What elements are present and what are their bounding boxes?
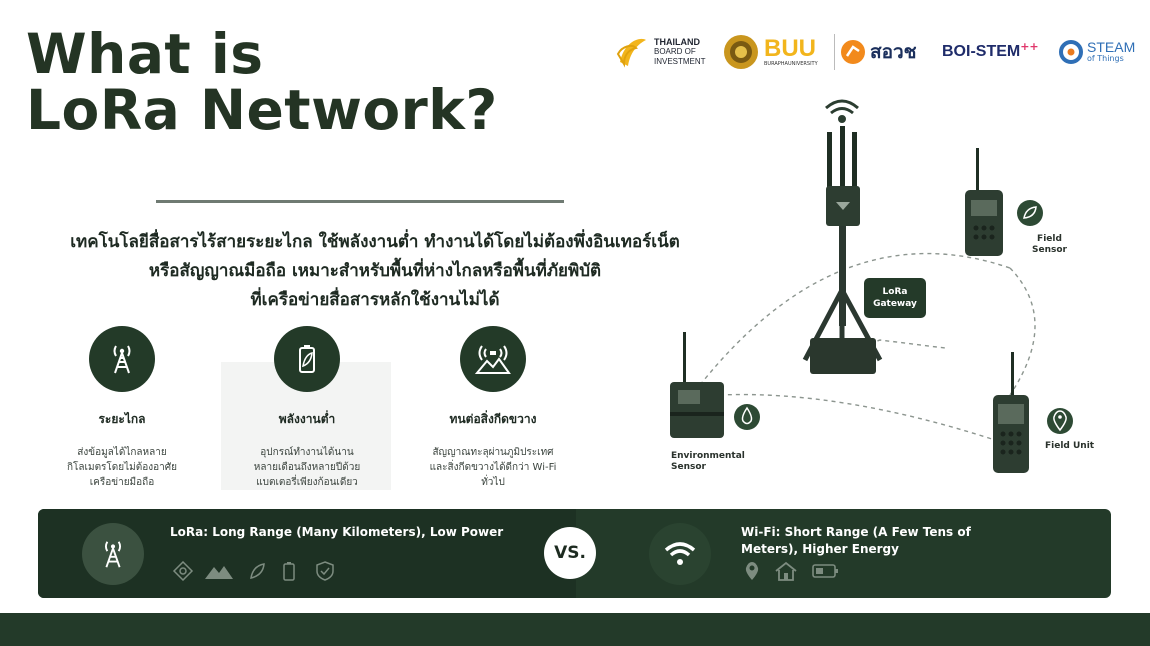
feature-desc-line: แบตเตอรี่เพียงก้อนเดียว [256, 477, 358, 488]
link-env-field [699, 252, 1011, 386]
title-divider [156, 200, 564, 203]
env-sensor-label-line: Sensor [671, 462, 706, 472]
home-icon [775, 561, 797, 581]
feature-title: พลังงานต่ำ [278, 412, 336, 426]
lora-network-diagram: LoRa Gateway Field Sensor Environmental … [640, 90, 1150, 500]
footer-bar [0, 613, 1150, 646]
boi-stem-title: BOI-STEM [942, 43, 1021, 60]
intro-text: เทคโนโลยีสื่อสารไร้สายระยะไกล ใช้พลังงาน… [40, 228, 710, 315]
lora-vs-wifi-bar: LoRa: Long Range (Many Kilometers), Low … [38, 509, 1111, 598]
buu-seal-icon [724, 35, 758, 69]
boi-stem-logo: BOI-STEM ++ [942, 30, 1054, 74]
sorwor-emblem-icon [841, 40, 865, 64]
intro-line-2: หรือสัญญาณมือถือ เหมาะสำหรับพื้นที่ห่างไ… [148, 261, 602, 281]
lora-description: LoRa: Long Range (Many Kilometers), Low … [170, 525, 504, 539]
vs-badge: VS. [544, 527, 596, 579]
feature-desc-line: ส่งข้อมูลได้ไกลหลาย [77, 447, 167, 458]
feature-obstacle-resistance: ทนต่อสิ่งกีดขวาง สัญญาณทะลุผ่านภูมิประเท… [403, 326, 583, 490]
boi-logo: THAILAND BOARD OF INVESTMENT [614, 30, 724, 74]
mountain-icon [205, 566, 233, 579]
water-drop-badge-icon [734, 404, 760, 430]
battery-icon [283, 562, 295, 581]
location-pin-badge-icon [1047, 408, 1073, 434]
intro-line-3: ที่เครือข่ายสื่อสารหลักใช้งานไม่ได้ [250, 290, 500, 310]
location-pin-icon [745, 562, 759, 580]
feature-desc: ส่งข้อมูลได้ไกลหลาย กิโลเมตรโดยไม่ต้องอา… [32, 445, 212, 490]
feature-desc-line: เครือข่ายมือถือ [89, 477, 155, 488]
feature-desc-line: กิโลเมตรโดยไม่ต้องอาศัย [67, 462, 177, 473]
buu-title: BUU [764, 34, 816, 62]
steam-ring-icon [1059, 40, 1083, 64]
feature-desc-line: หลายเดือนถึงหลายปีด้วย [253, 462, 361, 473]
wireless-signal-icon [825, 99, 859, 123]
environmental-sensor-device-icon [670, 332, 724, 438]
feature-desc: อุปกรณ์ทำงานได้นาน หลายเดือนถึงหลายปีด้ว… [217, 445, 397, 490]
wifi-description-line: Meters), Higher Energy [741, 542, 899, 556]
feature-desc-line: อุปกรณ์ทำงานได้นาน [260, 447, 354, 458]
steam-logo: STEAM of Things [1058, 30, 1144, 74]
feature-desc-line: ทั่วไป [481, 477, 505, 488]
feature-long-range: ระยะไกล ส่งข้อมูลได้ไกลหลาย กิโลเมตรโดยไ… [32, 326, 212, 490]
wifi-description: Wi-Fi: Short Range (A Few Tens of Meters… [741, 524, 971, 558]
boi-line-1: THAILAND [654, 37, 700, 47]
sorwor-title: สอวช [870, 41, 917, 63]
shield-icon [316, 561, 334, 581]
gateway-tower-icon [802, 126, 883, 374]
buu-logo: BUU BURAPHAUNIVERSITY [722, 30, 832, 74]
field-unit-label: Field Unit [1045, 441, 1095, 451]
signal-mountain-icon [460, 326, 526, 392]
target-icon [172, 561, 194, 581]
radio-tower-icon [89, 326, 155, 392]
gateway-label-line: LoRa [882, 287, 908, 297]
partner-logos: THAILAND BOARD OF INVESTMENT BUU BURAPHA… [600, 30, 1145, 74]
link-field-unit [1009, 267, 1036, 396]
gateway-label-line: Gateway [873, 299, 917, 309]
network-illustration [670, 99, 1073, 473]
buu-sub: BURAPHAUNIVERSITY [764, 60, 818, 67]
feature-title: ระยะไกล [98, 412, 146, 426]
title-line-2: LoRa Network? [26, 78, 498, 142]
logo-divider [834, 34, 835, 70]
leaf-badge-icon [1017, 200, 1043, 226]
field-sensor-label-line: Field [1037, 234, 1062, 244]
boi-line-3: INVESTMENT [654, 57, 706, 66]
field-unit-device-icon [993, 352, 1029, 473]
feature-desc: สัญญาณทะลุผ่านภูมิประเทศ และสิ่งกีดขวางไ… [403, 445, 583, 490]
field-sensor-label-line: Sensor [1032, 245, 1067, 255]
field-sensor-device-icon [965, 148, 1003, 256]
feature-low-power: พลังงานต่ำ อุปกรณ์ทำงานได้นาน หลายเดือนถ… [217, 326, 397, 490]
wifi-description-line: Wi-Fi: Short Range (A Few Tens of [741, 525, 971, 539]
lora-tower-icon [82, 523, 144, 585]
feature-title: ทนต่อสิ่งกีดขวาง [449, 412, 537, 426]
feature-desc-line: และสิ่งกีดขวางได้ดีกว่า Wi-Fi [429, 462, 557, 473]
link-env-unit [719, 393, 996, 441]
steam-sub: of Things [1087, 54, 1124, 63]
battery-leaf-icon [274, 326, 340, 392]
leaf-icon [250, 563, 265, 580]
battery-low-icon [812, 564, 838, 578]
boi-stem-plus: ++ [1020, 39, 1039, 53]
field-sensor-label: Field Sensor [1032, 234, 1067, 256]
feature-desc-line: สัญญาณทะลุผ่านภูมิประเทศ [432, 447, 554, 458]
steam-title: STEAM [1087, 39, 1136, 55]
title-line-1: What is [26, 22, 264, 86]
page-title: What is LoRa Network? [26, 26, 586, 138]
intro-line-1: เทคโนโลยีสื่อสารไร้สายระยะไกล ใช้พลังงาน… [70, 232, 680, 252]
gateway-label: LoRa Gateway [864, 278, 926, 318]
env-sensor-label-line: Environmental [671, 451, 745, 461]
boi-emblem-icon [616, 38, 646, 68]
environmental-sensor-label: Environmental Sensor [671, 451, 745, 473]
sorwor-logo: สอวช [840, 30, 935, 74]
boi-line-2: BOARD OF [654, 47, 696, 56]
wifi-icon [649, 523, 711, 585]
